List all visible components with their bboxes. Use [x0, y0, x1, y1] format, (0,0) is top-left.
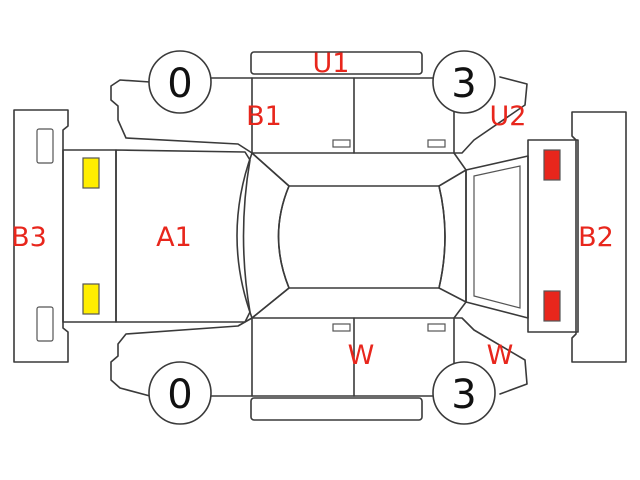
- door-handle-rear-bottom: [427, 323, 446, 332]
- rear-lamp-bottom: [543, 290, 561, 322]
- wheel-rear-bottom-grade: 3: [451, 372, 476, 418]
- wheel-front-top-grade: 0: [167, 61, 192, 107]
- code-roof-top: U1: [313, 48, 350, 79]
- trunk-lid: [465, 155, 529, 319]
- wheel-front-bottom: 0: [148, 361, 212, 425]
- rocker-bottom: [250, 397, 423, 421]
- code-rear-bumper: B2: [578, 222, 614, 253]
- wheel-front-top: 0: [148, 50, 212, 114]
- front-lamp-strip: [62, 149, 117, 323]
- wheel-rear-top-grade: 3: [451, 61, 476, 107]
- code-rear-fender-top: U2: [490, 101, 527, 132]
- door-handle-front-bottom: [332, 323, 351, 332]
- wheel-front-bottom-grade: 0: [167, 372, 192, 418]
- rear-lamp-top: [543, 149, 561, 181]
- front-bumper-slot-bottom: [36, 306, 54, 342]
- rear-bumper: [571, 111, 627, 363]
- front-lamp-bottom: [82, 283, 100, 315]
- roof-rail-top: [250, 51, 423, 75]
- door-handle-front-top: [332, 139, 351, 148]
- front-bumper-slot-top: [36, 128, 54, 164]
- rear-lamp-strip: [527, 139, 579, 333]
- code-front-door-top: B1: [246, 101, 282, 132]
- wheel-rear-top: 3: [432, 50, 496, 114]
- rear-window: [438, 169, 467, 303]
- code-hood: A1: [156, 222, 192, 253]
- cabin-top-view: [236, 152, 467, 319]
- wheel-rear-bottom: 3: [432, 361, 496, 425]
- trunk-inner: [473, 165, 521, 309]
- door-handle-rear-top: [427, 139, 446, 148]
- roof: [277, 185, 446, 289]
- code-rear-door-bottom: W: [348, 340, 375, 371]
- code-rear-fender-bottom: W: [487, 340, 514, 371]
- front-bumper: [13, 109, 69, 363]
- front-lamp-top: [82, 157, 100, 189]
- code-front-bumper: B3: [11, 222, 47, 253]
- windshield: [236, 152, 290, 319]
